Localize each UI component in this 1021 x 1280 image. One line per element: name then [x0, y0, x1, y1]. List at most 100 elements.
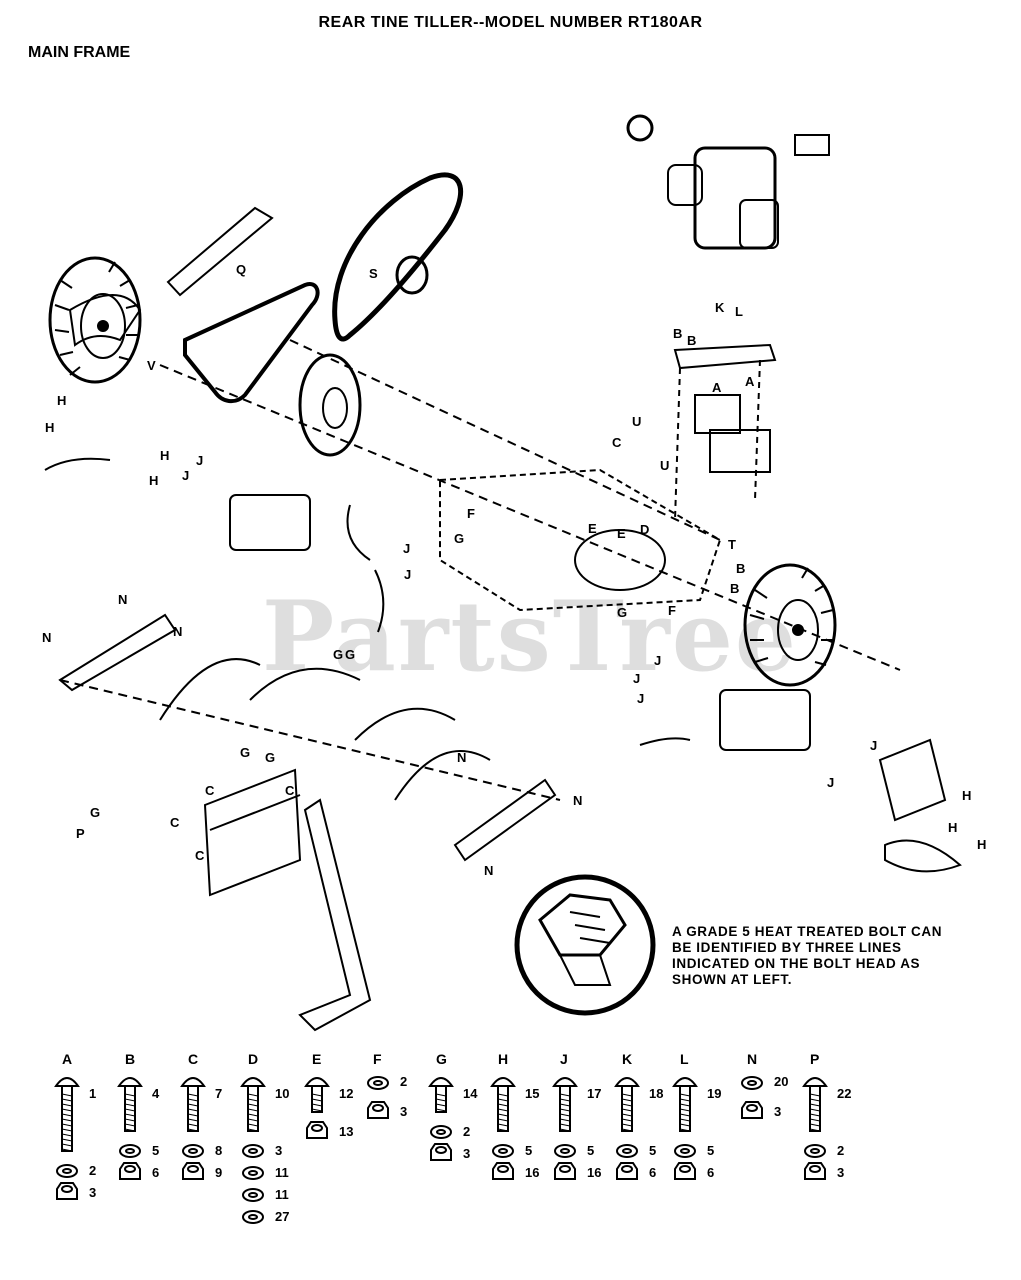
callout: J: [403, 541, 410, 556]
legend-quantity: 2: [463, 1124, 470, 1139]
callout: N: [484, 863, 493, 878]
page-title: REAR TINE TILLER--MODEL NUMBER RT180AR: [318, 14, 703, 31]
small-pulley: [395, 255, 429, 295]
washer-icon: [430, 1125, 452, 1139]
watermark: PartsTree: [262, 580, 798, 693]
callout: C: [285, 783, 295, 798]
callout: J: [182, 468, 189, 483]
washer-icon: [367, 1076, 389, 1090]
callout: B: [730, 581, 739, 596]
legend-quantity: 20: [774, 1074, 788, 1089]
drive-belt: [332, 172, 463, 342]
legend-letter: D: [248, 1051, 258, 1067]
callout: N: [457, 750, 466, 765]
callout: G: [454, 531, 464, 546]
bolt-icon: [552, 1077, 578, 1132]
washer-icon: [492, 1144, 514, 1158]
nut-icon: [367, 1101, 389, 1119]
callout: B: [673, 326, 682, 341]
callout: N: [42, 630, 51, 645]
callout: J: [404, 567, 411, 582]
washer-icon: [242, 1144, 264, 1158]
engine: [626, 114, 830, 250]
callout: P: [76, 826, 85, 841]
depth-bar: [298, 798, 372, 1032]
washer-icon: [741, 1076, 763, 1090]
legend-quantity: 1: [89, 1086, 96, 1101]
legend-quantity: 19: [707, 1086, 721, 1101]
legend-quantity: 3: [463, 1146, 470, 1161]
bolt-icon: [240, 1077, 266, 1132]
callout: J: [633, 671, 640, 686]
callout: G: [345, 647, 355, 662]
callout: J: [654, 653, 661, 668]
section-title: MAIN FRAME: [28, 44, 131, 61]
nut-icon: [804, 1162, 826, 1180]
callout: T: [728, 537, 736, 552]
callout: L: [735, 304, 743, 319]
legend-letter: K: [622, 1051, 632, 1067]
callout: N: [118, 592, 127, 607]
legend-quantity: 5: [152, 1143, 159, 1158]
bolt-icon: [802, 1077, 828, 1132]
bolt-icon: [180, 1077, 206, 1132]
callout: H: [57, 393, 66, 408]
legend-quantity: 11: [275, 1165, 289, 1180]
nut-icon: [741, 1101, 763, 1119]
callout: H: [948, 820, 957, 835]
nut-icon: [182, 1162, 204, 1180]
callout: G: [617, 605, 627, 620]
legend-letter: B: [125, 1051, 135, 1067]
nut-icon: [56, 1182, 78, 1200]
nut-icon: [492, 1162, 514, 1180]
legend-quantity: 3: [275, 1143, 282, 1158]
callout: F: [668, 603, 676, 618]
shield-centerline: [59, 679, 561, 801]
legend-quantity: 5: [525, 1143, 532, 1158]
legend-quantity: 2: [89, 1163, 96, 1178]
callout: N: [573, 793, 582, 808]
callout: B: [736, 561, 745, 576]
bolt-icon: [54, 1077, 80, 1152]
legend-quantity: 11: [275, 1187, 289, 1202]
callout: G: [333, 647, 343, 662]
legend-letter: L: [680, 1051, 689, 1067]
legend-quantity: 4: [152, 1086, 160, 1101]
callout: B: [687, 333, 696, 348]
legend-quantity: 5: [649, 1143, 656, 1158]
legend-letter: A: [62, 1051, 72, 1067]
legend-quantity: 16: [525, 1165, 539, 1180]
bolt-grade-note: A GRADE 5 HEAT TREATED BOLT CAN BE IDENT…: [672, 924, 943, 987]
washer-icon: [182, 1144, 204, 1158]
callout: G: [240, 745, 250, 760]
legend-quantity: 5: [707, 1143, 714, 1158]
legend-quantity: 6: [707, 1165, 714, 1180]
bolt-icon: [672, 1077, 698, 1132]
main-frame: [439, 468, 722, 612]
washer-icon: [56, 1164, 78, 1178]
washer-icon: [119, 1144, 141, 1158]
washer-icon: [242, 1188, 264, 1202]
callout: E: [588, 521, 597, 536]
hardware-legend: A123B456C789D103111127E1213F23G1423H1551…: [54, 1051, 851, 1224]
callout: J: [827, 775, 834, 790]
callout: E: [617, 526, 626, 541]
legend-quantity: 22: [837, 1086, 851, 1101]
bolt-icon: [428, 1077, 454, 1113]
grade-5-bolt-inset: [514, 874, 656, 1016]
legend-letter: C: [188, 1051, 198, 1067]
nut-icon: [554, 1162, 576, 1180]
callout: H: [160, 448, 169, 463]
callout: A: [712, 380, 722, 395]
legend-quantity: 27: [275, 1209, 289, 1224]
nut-icon: [119, 1162, 141, 1180]
legend-letter: P: [810, 1051, 819, 1067]
legend-quantity: 3: [400, 1104, 407, 1119]
large-pulley: [298, 353, 362, 457]
callout: G: [265, 750, 275, 765]
callout: C: [612, 435, 622, 450]
callout: N: [173, 624, 182, 639]
callout: K: [715, 300, 725, 315]
callout: J: [196, 453, 203, 468]
legend-quantity: 2: [400, 1074, 407, 1089]
